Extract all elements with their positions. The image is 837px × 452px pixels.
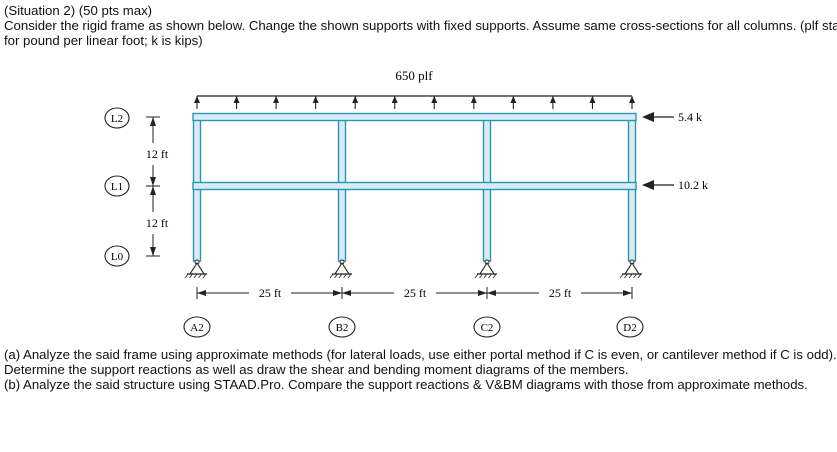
frame-members: [192, 112, 637, 262]
question-b-line1: (b) Analyze the said structure using STA…: [4, 377, 808, 392]
svg-text:D2: D2: [623, 322, 636, 334]
level-dimension: [140, 116, 170, 257]
bay-width-3: 25 ft: [549, 286, 572, 300]
force-mid-label: 10.2 k: [678, 178, 708, 192]
load-arrow: [510, 96, 517, 109]
load-arrow: [352, 96, 359, 109]
support-label-a2: A2: [183, 316, 211, 338]
load-arrow: [194, 96, 200, 109]
bay-width-2: 25 ft: [404, 286, 427, 300]
svg-text:L1: L1: [111, 181, 123, 193]
pin-support-4: [619, 259, 642, 279]
pin-support-3: [474, 259, 497, 279]
svg-text:L2: L2: [111, 113, 123, 125]
bay-width-1: 25 ft: [259, 286, 282, 300]
svg-text:B2: B2: [336, 322, 349, 334]
bay-dimension: [196, 285, 633, 301]
level-marker-l1: L1: [104, 175, 130, 197]
pin-supports: [184, 259, 642, 279]
beam-1: [192, 112, 637, 122]
distributed-load: [194, 95, 635, 109]
beam-2: [192, 181, 637, 191]
lateral-force-top: [642, 112, 674, 122]
story-height-upper: 12 ft: [146, 147, 169, 161]
load-label: 650 plf: [395, 68, 433, 83]
level-marker-l2: L2: [104, 107, 130, 129]
force-top-label: 5.4 k: [678, 110, 702, 124]
load-arrow: [312, 96, 319, 109]
svg-text:L0: L0: [111, 251, 124, 263]
support-label-b2: B2: [328, 316, 356, 338]
load-arrow: [589, 96, 596, 109]
lateral-force-mid: [642, 180, 674, 190]
svg-text:A2: A2: [190, 322, 203, 334]
problem-header: (Situation 2) (50 pts max): [4, 3, 153, 18]
load-arrow: [391, 96, 398, 109]
story-height-lower: 12 ft: [146, 216, 169, 230]
question-a-line2: Determine the support reactions as well …: [4, 362, 629, 377]
load-arrow: [470, 96, 477, 109]
pin-support-1: [184, 259, 207, 279]
problem-statement-line2: for pound per linear foot; k is kips): [4, 33, 203, 48]
svg-text:C2: C2: [481, 322, 494, 334]
question-a-line1: (a) Analyze the said frame using approxi…: [4, 347, 837, 362]
load-arrow: [431, 96, 438, 109]
load-arrow: [549, 96, 556, 109]
load-arrow: [629, 96, 635, 109]
support-label-c2: C2: [473, 316, 501, 338]
pin-support-2: [329, 259, 352, 279]
level-marker-l0: L0: [104, 245, 130, 267]
load-arrow: [233, 96, 240, 109]
load-arrow: [273, 96, 280, 109]
problem-statement-line1: Consider the rigid frame as shown below.…: [4, 18, 837, 33]
support-label-d2: D2: [616, 316, 644, 338]
